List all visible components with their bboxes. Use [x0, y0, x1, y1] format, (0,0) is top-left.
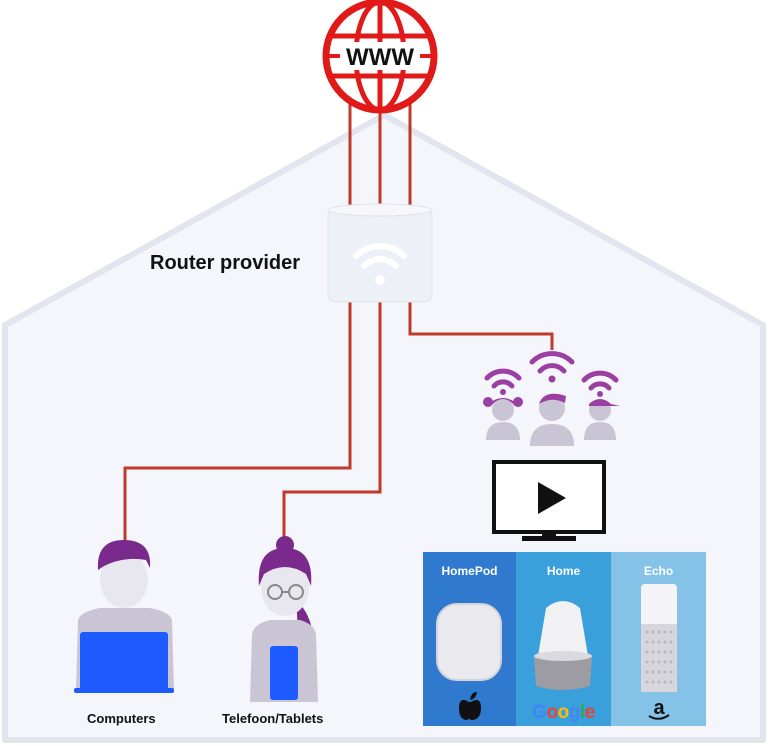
wifi-icon: [581, 370, 619, 391]
child-cap-icon: [584, 399, 620, 440]
router-wifi-icon: [353, 243, 407, 269]
echo-device: a: [641, 584, 677, 720]
tablet-user-icon: [250, 536, 318, 702]
router-label: Router provider: [150, 252, 301, 274]
wifi-users-icon: [483, 351, 620, 446]
laptop-icon: [80, 632, 168, 690]
echo-title: Echo: [643, 564, 674, 578]
child-girl-icon: [483, 397, 523, 440]
play-icon: [538, 482, 566, 514]
tablets-label: Telefoon/Tablets: [222, 711, 324, 726]
tv-icon: [492, 460, 606, 541]
cable-smart-home: [408, 300, 554, 350]
wifi-icon: [529, 351, 575, 374]
apple-logo-icon: [459, 692, 481, 720]
child-boy-icon: [530, 393, 574, 446]
homepod-panel: HomePod: [423, 552, 516, 726]
globe-label: WWW: [346, 44, 414, 71]
homepod-device: [436, 603, 502, 720]
amazon-logo-icon: a: [648, 697, 670, 720]
google-home-device: [534, 601, 592, 690]
tablet-icon: [270, 646, 298, 700]
cable-tablets: [282, 300, 382, 538]
homepod-title: HomePod: [441, 564, 498, 578]
downlink-cables: [123, 300, 554, 540]
globe-icon: WWW: [322, 0, 438, 114]
computer-user-icon: [74, 540, 174, 693]
cable-computers: [123, 300, 352, 540]
google-home-panel: Home Google: [516, 552, 611, 726]
google-logo-text: Google: [532, 702, 595, 723]
svg-text:a: a: [653, 697, 665, 719]
glasses-icon: [267, 584, 304, 600]
computers-label: Computers: [87, 711, 156, 726]
router-icon: [327, 203, 433, 303]
uplink-cables: [348, 100, 412, 212]
wifi-icon: [484, 368, 522, 389]
google-home-title: Home: [546, 564, 581, 578]
echo-panel: Echo a: [611, 552, 706, 726]
